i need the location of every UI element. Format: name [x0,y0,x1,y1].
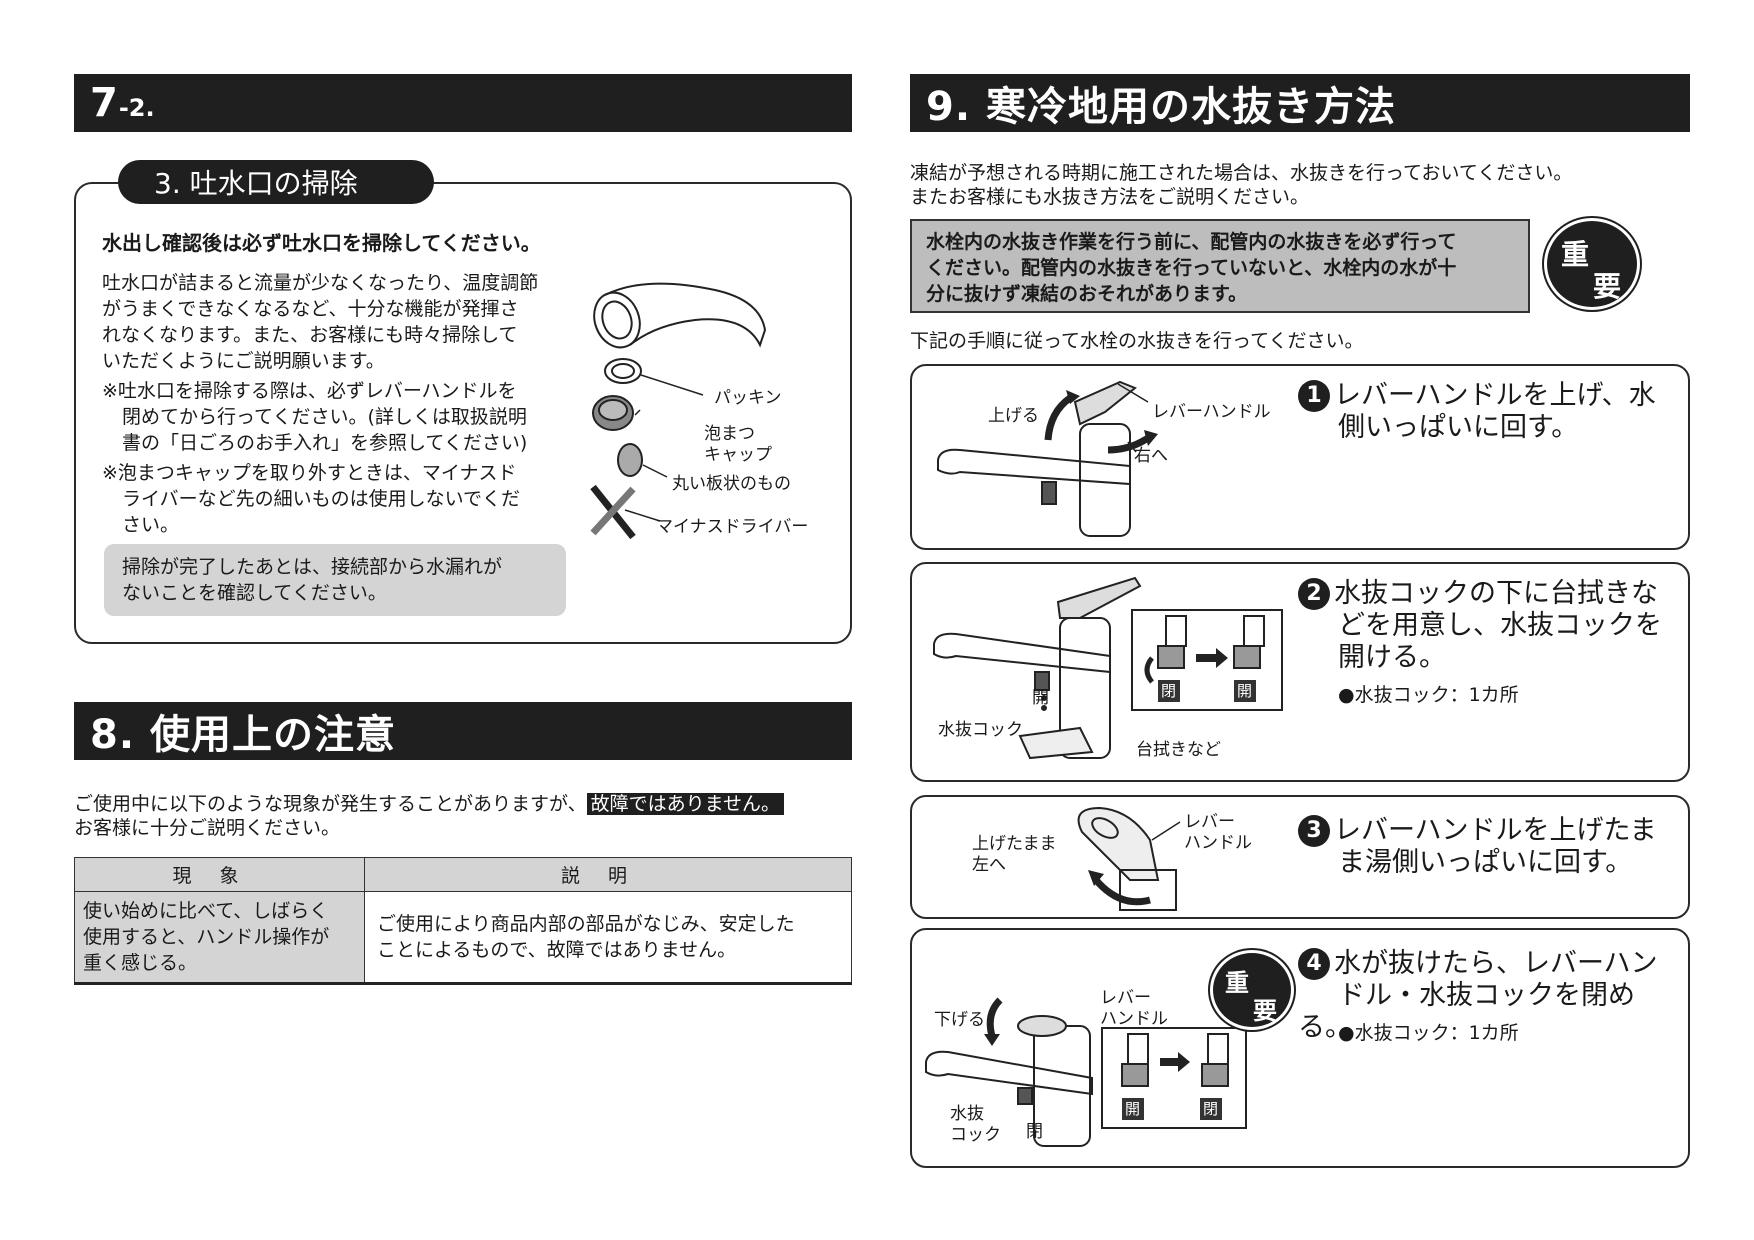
drain-intro: 凍結が予想される時期に施工された場合は、水抜きを行っておいてください。 またお客… [910,162,1573,208]
nozzle-cleaning-title: 3. 吐水口の掃除 [118,160,434,204]
inset-label-open: 開 [1125,1100,1141,1118]
section-9-title: 9. 寒冷地用の水抜き方法 [926,84,1396,130]
label-disc: 丸い板状のもの [672,474,791,494]
important-badge: 重 要 [1544,218,1640,310]
pipe-drain-warning: 水栓内の水抜き作業を行う前に、配管内の水抜きを必ず行って ください。配管内の水抜… [910,219,1530,313]
step-1-label-lever: レバーハンドル [1152,402,1271,422]
cap-note: ※泡まつキャップを取り外すときは、マイナスド ライバーなど先の細いものは使用しな… [102,462,521,536]
section-9-header: 9. 寒冷地用の水抜き方法 [910,74,1690,132]
body-paragraph: 吐水口が詰まると流量が少なくなったり、温度調節 がうまくできなくなるなど、十分な… [102,272,539,372]
faucet-body [1119,869,1177,911]
down-arrow [986,997,1003,1037]
aerator-parts-illustration [590,282,767,540]
step-2-label-cock: 水抜コック [938,720,1023,740]
step-2-label-cloth: 台拭きなど [1136,740,1221,760]
leak-check-note: 掃除が完了したあとは、接続部から水漏れが ないことを確認してください。 [104,544,566,616]
inset-box [1131,609,1283,711]
step-4-note: ●水抜コック：1カ所 [1338,1022,1519,1044]
step-2-number: 2 [1298,578,1330,610]
header-phenomenon: 現象 [74,857,365,892]
right-arrow [1107,435,1150,454]
step-1-label-right: 右へ [1134,446,1168,466]
inset-label-closed: 閉 [1161,682,1177,700]
faucet-body [1079,423,1131,537]
nozzle-cleaning-box [74,182,852,644]
lever-handle [1077,806,1160,881]
step-1-label-up: 上げる [988,406,1039,426]
usage-notes-intro: ご使用中に以下のような現象が発生することがありますが、故障ではありません。 お客… [74,792,864,840]
step-2-label-open: 開 [1032,688,1049,708]
section-subnumber: -2. [118,94,155,122]
disc-part [617,443,643,477]
faucet-spout [937,448,1131,486]
label-aerator-cap: 泡まつ キャップ [704,424,772,465]
step-4-box [910,928,1690,1168]
packing-ring [604,358,642,384]
inset-label-closed: 閉 [1203,1100,1219,1118]
lever-handle [1056,576,1142,619]
step-4-number: 4 [1298,948,1330,980]
cloth [1018,726,1094,760]
important-badge: 重 要 [1210,950,1294,1030]
label-screwdriver: マイナスドライバー [656,517,809,537]
step-4-label-lever: レバー ハンドル [1100,988,1168,1029]
not-malfunction-highlight: 故障ではありません。 [586,793,785,815]
step-3-number: 3 [1298,815,1330,847]
step-1-box [910,364,1690,550]
step-1-number: 1 [1298,380,1330,412]
faucet-spout [933,632,1111,674]
step-4-label-down: 下げる [934,1010,985,1030]
up-arrow [1044,395,1073,441]
inset-box [1101,1027,1247,1129]
faucet-body [1059,617,1111,759]
step-2-note: ●水抜コック：1カ所 [1338,684,1519,706]
step-3-illustration [1077,806,1181,911]
faucet-spout [925,1050,1093,1096]
step-2-box [910,562,1690,782]
nozzle-cleaning-lead: 水出し確認後は必ず吐水口を掃除してください。 [102,231,541,255]
header-explanation: 説明 [364,857,852,892]
step-3-box [910,795,1690,919]
cell-phenomenon: 使い始めに比べて、しばらく 使用すると、ハンドル操作が 重く感じる。 [74,891,365,985]
rotate-arrow-icon [1144,656,1155,684]
step-4-label-close: 閉 [1026,1122,1043,1142]
step-4-illustration [925,997,1247,1147]
lever-note: ※吐水口を掃除する際は、必ずレバーハンドルを 閉めてから行ってください。(詳しく… [102,380,528,454]
arrow-right-icon [1196,648,1228,668]
spout-body [604,282,767,348]
lever-handle [1017,1015,1067,1037]
nozzle-cleaning-body: 吐水口が詰まると流量が少なくなったり、温度調節 がうまくできなくなるなど、十分な… [102,270,572,542]
section-number: 7 [90,80,119,126]
left-arrow [1093,877,1151,906]
label-packing: パッキン [714,388,782,408]
section-8-title: 8. 使用上の注意 [90,712,396,758]
step-1-illustration [937,380,1158,537]
lever-handle [1073,380,1137,426]
section-8-header: 8. 使用上の注意 [74,702,852,760]
drain-follow-text: 下記の手順に従って水栓の水抜きを行ってください。 [910,330,1364,352]
section-7-header: 7 -2. [74,74,852,132]
inset-label-open: 開 [1237,682,1253,700]
cell-explanation: ご使用により商品内部の部品がなじみ、安定した ことによるもので、故障ではありませ… [364,891,852,985]
step-3-label-lever: レバー ハンドル [1184,812,1252,853]
table-row: 使い始めに比べて、しばらく 使用すると、ハンドル操作が 重く感じる。 ご使用によ… [74,891,852,985]
arrow-right-icon [1160,1052,1190,1072]
step-4-label-cock: 水抜 コック [950,1104,1001,1145]
step-3-label-left: 上げたまま 左へ [972,834,1057,875]
spout-outlet [593,291,641,349]
symptom-table: 現象 説明 使い始めに比べて、しばらく 使用すると、ハンドル操作が 重く感じる。… [74,857,852,985]
step-2-illustration [933,576,1283,760]
